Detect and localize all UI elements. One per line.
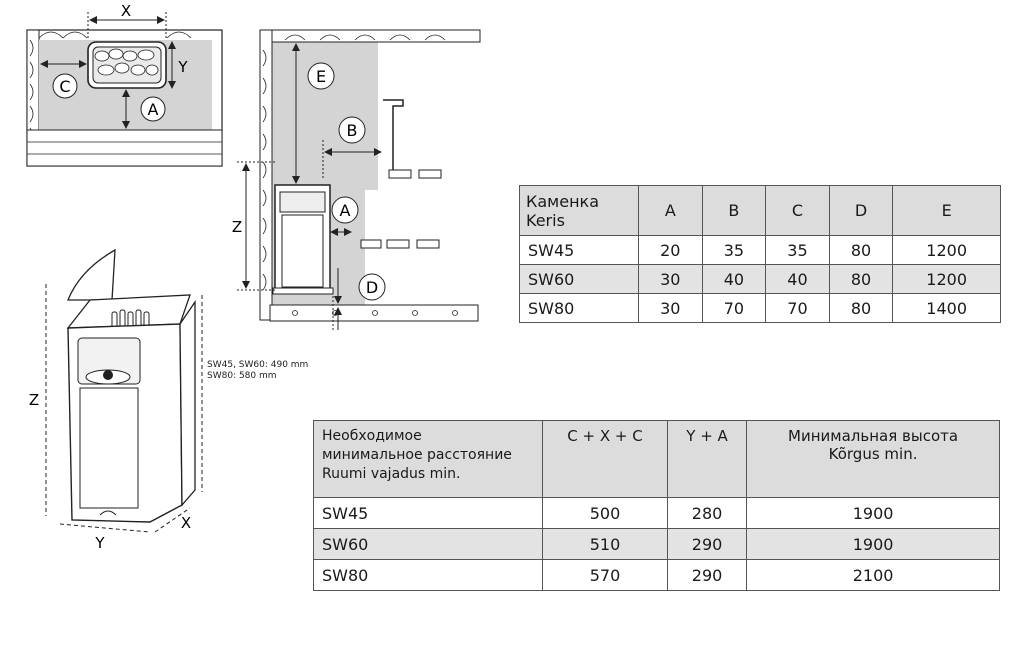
cell: 40 (701, 264, 767, 294)
requirement-header-line3: Ruumi vajadus min. (322, 466, 461, 482)
cell: 30 (638, 293, 703, 323)
cell: 80 (828, 264, 894, 294)
col-a-header: A (638, 185, 703, 236)
row-model: SW45 (519, 235, 639, 265)
min-height-header-line1: Минимальная высота (788, 427, 959, 445)
side-view-diagram: E B A Z D (232, 29, 481, 330)
row-model: SW60 (519, 264, 639, 294)
side-b-label: B (347, 121, 358, 140)
cell: 30 (638, 264, 703, 294)
height-note-line1: SW45, SW60: 490 mm (207, 360, 309, 370)
cell: 1900 (746, 497, 1000, 529)
cell: 80 (828, 293, 894, 323)
cell: 70 (765, 293, 830, 323)
side-e-label: E (316, 67, 326, 86)
room-size-table-header: Необходимое минимальное расстояние Ruumi… (313, 420, 1000, 498)
heater-y-label: Y (94, 534, 105, 552)
height-note-line2: SW80: 580 mm (207, 371, 277, 381)
cell: 1200 (892, 264, 1001, 294)
table-row: SW80 30 70 70 80 1400 (519, 293, 1001, 323)
side-d-label: D (366, 278, 378, 297)
col-b-header: B (701, 185, 767, 236)
table-row: SW45 20 35 35 80 1200 (519, 235, 1001, 265)
cxc-header: C + X + C (542, 420, 668, 498)
cell: 1400 (892, 293, 1001, 323)
cell: 1900 (746, 528, 1000, 560)
requirement-header: Необходимое минимальное расстояние Ruumi… (313, 420, 543, 498)
cell: 290 (666, 559, 748, 591)
top-y-label: Y (177, 58, 188, 76)
top-c-label: C (59, 77, 70, 96)
cell: 280 (666, 497, 748, 529)
top-a-label: A (148, 100, 159, 119)
side-z-label: Z (232, 218, 242, 236)
top-x-label: X (121, 2, 131, 20)
requirement-header-line2: минимальное расстояние (322, 447, 512, 463)
table-row: SW45 500 280 1900 (313, 497, 1000, 529)
clearance-table: Каменка Keris A B C D E SW45 20 35 35 80… (519, 185, 1001, 323)
cell: 500 (542, 497, 668, 529)
row-model: SW80 (313, 559, 543, 591)
model-header-line2: Keris (526, 210, 565, 230)
table-row: SW80 570 290 2100 (313, 559, 1000, 591)
height-note: SW45, SW60: 490 mm SW80: 580 mm (207, 360, 308, 382)
cell: 290 (666, 528, 748, 560)
heater-illustration: Z Y X (29, 248, 203, 552)
row-model: SW45 (313, 497, 543, 529)
col-e-header: E (892, 185, 1001, 236)
cell: 2100 (746, 559, 1000, 591)
heater-z-label: Z (29, 391, 39, 409)
requirement-header-line1: Необходимое (322, 428, 422, 444)
clearance-table-header: Каменка Keris A B C D E (519, 185, 1001, 236)
table-row: SW60 510 290 1900 (313, 528, 1000, 560)
ya-header: Y + A (666, 420, 748, 498)
cell: 80 (828, 235, 894, 265)
heater-x-label: X (181, 514, 191, 532)
cell: 1200 (892, 235, 1001, 265)
cell: 35 (701, 235, 767, 265)
side-a-label: A (340, 201, 351, 220)
room-size-table: Необходимое минимальное расстояние Ruumi… (313, 420, 1000, 591)
table-row: SW60 30 40 40 80 1200 (519, 264, 1001, 294)
cell: 70 (701, 293, 767, 323)
model-header: Каменка Keris (519, 185, 639, 236)
cell: 20 (638, 235, 703, 265)
top-view-diagram: X Y C A (26, 2, 223, 167)
col-c-header: C (765, 185, 830, 236)
min-height-header: Минимальная высота Kõrgus min. (746, 420, 1000, 498)
cell: 40 (765, 264, 830, 294)
cell: 35 (765, 235, 830, 265)
cell: 510 (542, 528, 668, 560)
min-height-header-line2: Kõrgus min. (828, 445, 918, 463)
row-model: SW60 (313, 528, 543, 560)
row-model: SW80 (519, 293, 639, 323)
col-d-header: D (828, 185, 894, 236)
model-header-line1: Каменка (526, 191, 600, 211)
cell: 570 (542, 559, 668, 591)
